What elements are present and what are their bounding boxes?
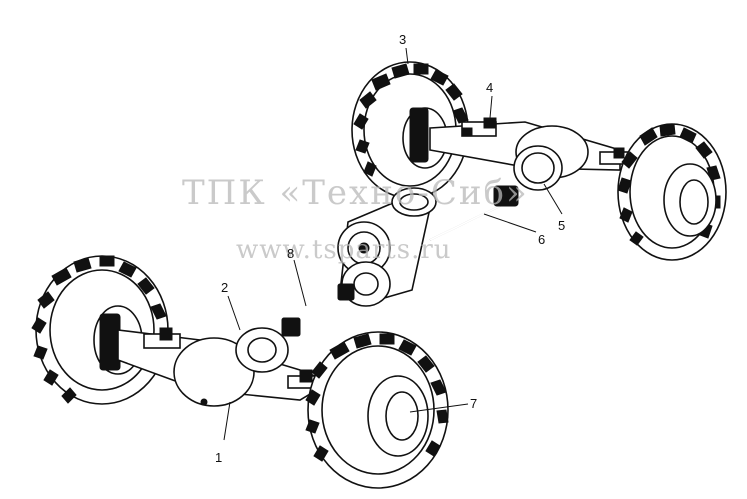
rear-left-wheel — [351, 61, 469, 199]
callout-6: 6 — [538, 232, 545, 247]
watermark-website: www.tsparts.ru — [236, 235, 452, 265]
rear-propeller-shaft — [429, 185, 519, 241]
transfer-case — [337, 187, 437, 307]
front-right-wheel — [305, 331, 449, 489]
callouts: 1 2 3 4 5 6 7 8 — [215, 32, 565, 465]
callout-8: 8 — [287, 246, 294, 261]
rear-axle-assembly — [351, 61, 727, 261]
callout-3: 3 — [399, 32, 406, 47]
front-propeller-shaft — [281, 283, 355, 337]
callout-4: 4 — [486, 80, 493, 95]
callout-1: 1 — [215, 450, 222, 465]
rear-spring-pad — [461, 117, 497, 137]
callout-5: 5 — [558, 218, 565, 233]
callout-7: 7 — [470, 396, 477, 411]
rear-right-wheel — [617, 123, 727, 261]
callout-2: 2 — [221, 280, 228, 295]
watermark-company: ТПК «Техно-Сиб» — [182, 173, 529, 213]
front-axle-assembly — [31, 255, 449, 489]
front-left-wheel — [31, 255, 169, 405]
